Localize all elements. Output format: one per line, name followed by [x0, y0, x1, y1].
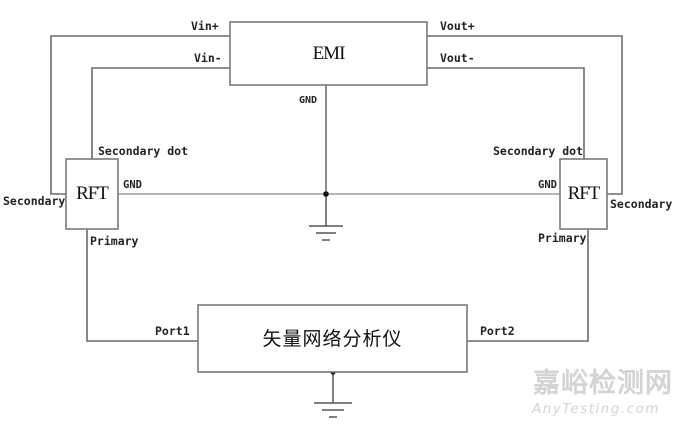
- vout-plus-label: Vout+: [440, 19, 475, 33]
- wire-vout-minus: [427, 67, 585, 159]
- port2-label: Port2: [480, 324, 515, 338]
- right-primary-label: Primary: [538, 231, 587, 245]
- left-gnd-label: GND: [123, 179, 142, 191]
- rft-left-block: [65, 158, 119, 230]
- right-secondary-dot-label: Secondary dot: [493, 144, 584, 158]
- left-primary-label: Primary: [90, 234, 139, 248]
- left-secondary-dot-label: Secondary dot: [98, 144, 189, 158]
- wire-port1: [86, 229, 198, 342]
- wire-port2: [467, 229, 589, 342]
- gnd-junction-dot: [323, 191, 329, 197]
- rft-left-label: RFT: [76, 183, 109, 204]
- rft-right-block: [559, 158, 608, 230]
- watermark-en: AnyTesting.com: [532, 401, 660, 417]
- vna-label: 矢量网络分析仪: [262, 328, 403, 350]
- watermark-cn: 嘉峪检测网: [533, 368, 673, 399]
- port1-label: Port1: [155, 324, 190, 338]
- vout-minus-label: Vout-: [440, 51, 475, 65]
- vin-minus-label: Vin-: [194, 51, 222, 65]
- emi-gnd-label: GND: [299, 95, 318, 106]
- rft-right-label: RFT: [567, 183, 601, 204]
- vin-plus-label: Vin+: [191, 19, 219, 33]
- left-secondary-label: Secondary: [3, 194, 66, 208]
- emi-block: [229, 21, 428, 86]
- wire-vin-plus: [50, 35, 230, 195]
- wire-vin-minus: [91, 67, 230, 159]
- right-secondary-label: Secondary: [610, 197, 673, 211]
- vna-block: [197, 304, 468, 373]
- wire-vout-plus: [427, 35, 623, 195]
- emi-label: EMI: [312, 43, 346, 64]
- right-gnd-label: GND: [538, 179, 557, 191]
